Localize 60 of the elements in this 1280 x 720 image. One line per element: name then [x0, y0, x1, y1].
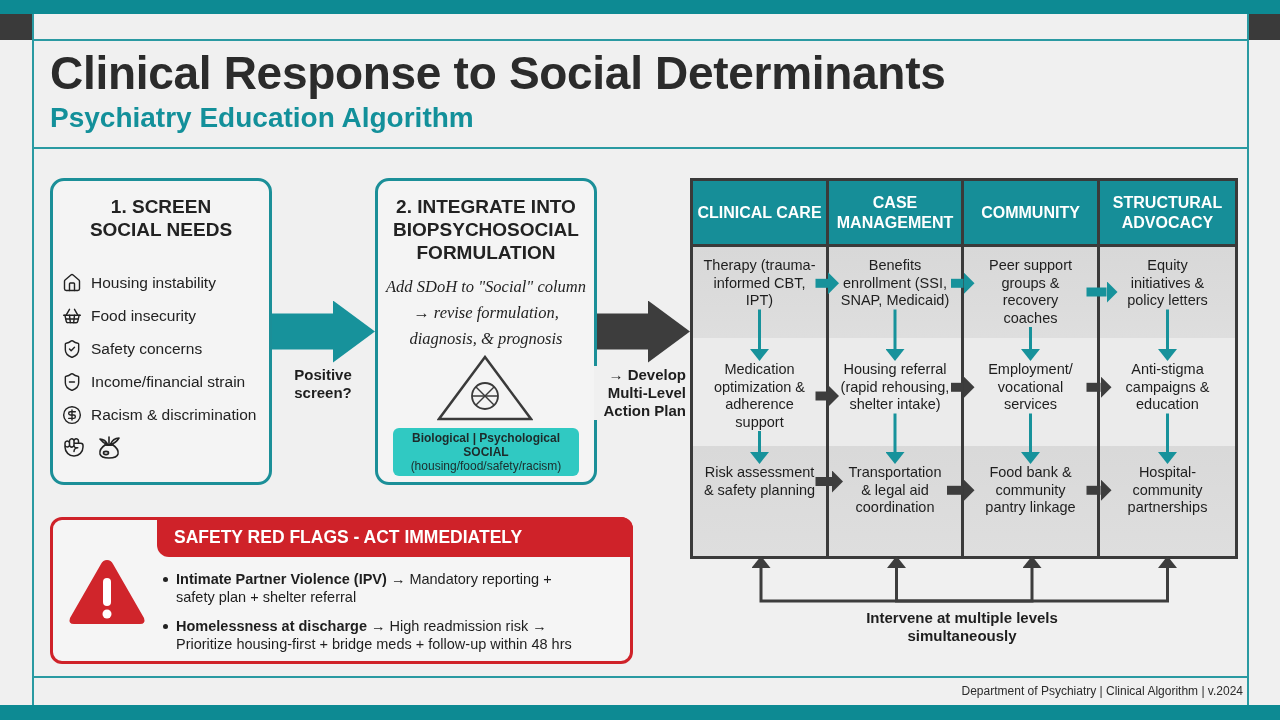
arrow [750, 309, 769, 361]
intervention-text: Transportation & legal aid coordination [843, 464, 947, 517]
need-item: Housing instability [91, 272, 216, 293]
title: Clinical Response to Social Determinants [50, 46, 946, 100]
bullet-text: Homelessness at discharge → High readmission risk → Prioritize housing-first + bridge meds + follow-up within 48 hrs [176, 617, 573, 653]
edge-label: → Develop Multi-Level Action Plan [594, 366, 686, 420]
arrow [962, 556, 1177, 603]
intervention-text: Anti-stigma campaigns & education [1111, 361, 1224, 414]
intervention-text: Therapy (trauma-informed CBT, IPT) [703, 257, 816, 310]
intervention-text: Equity initiatives & policy letters [1117, 257, 1218, 310]
intervention-text: Peer support groups & recovery coaches [974, 257, 1087, 327]
table-column [829, 181, 964, 556]
table-column [693, 181, 829, 556]
arrow [597, 300, 690, 363]
alert-banner: SAFETY RED FLAGS - ACT IMMEDIATELY [157, 517, 633, 557]
band-text: SOCIAL [463, 445, 509, 459]
need-item: Safety concerns [91, 338, 203, 359]
arrow [1021, 413, 1040, 464]
table-column [964, 181, 1100, 556]
arrow [1158, 413, 1177, 464]
need-item: Income/financial strain [91, 371, 246, 392]
subtitle: Psychiatry Education Algorithm [50, 101, 474, 135]
intervention-text: Employment/ vocational services [974, 361, 1087, 414]
step-box [375, 178, 597, 485]
arrow [885, 309, 905, 361]
arrow [947, 479, 975, 502]
arrow [951, 376, 975, 399]
arrow [887, 556, 962, 603]
band-text: Biological | Psychological [411, 431, 561, 445]
step-heading: 1. SCREEN SOCIAL NEEDS [88, 195, 234, 241]
action-table [690, 178, 1238, 559]
intervention-text: Benefits enrollment (SSI, SNAP, Medicaid) [839, 257, 951, 310]
step-heading: 2. INTEGRATE INTO BIOPSYCHOSOCIAL FORMULATION [392, 195, 580, 264]
arrow [1158, 309, 1177, 361]
formulation-band [393, 428, 579, 476]
need-item: Racism & discrimination [91, 404, 257, 425]
arrow [951, 272, 975, 295]
intervention-text: Hospital-community partnerships [1111, 464, 1224, 517]
arrow [750, 431, 769, 464]
arrow [1086, 281, 1118, 303]
arrow [272, 300, 375, 363]
alert-box [50, 517, 633, 664]
bullet-text: Intimate Partner Violence (IPV) → Mandatory reporting + safety plan + shelter referral [176, 570, 553, 606]
arrow [1086, 376, 1112, 399]
intervention-text: Medication optimization & adherence support [703, 361, 816, 431]
intervention-text: Housing referral (rapid rehousing, shelter intake) [839, 361, 951, 414]
arrow [815, 385, 839, 407]
intervention-text: Food bank & community pantry linkage [974, 464, 1087, 517]
arrow [815, 470, 843, 493]
step-box [50, 178, 272, 485]
arrow [1086, 479, 1112, 502]
note-text: Intervene at multiple levels simultaneously [842, 601, 1082, 645]
arrow [1021, 327, 1040, 361]
arrow [815, 272, 839, 295]
band-text: (housing/food/safety/racism) [410, 459, 562, 473]
intervention-text: Risk assessment & safety planning [703, 464, 816, 499]
need-item: Food insecurity [91, 305, 197, 326]
arrow [885, 413, 905, 464]
footer-text: Department of Psychiatry | Clinical Algorithm | v.2024 [961, 683, 1243, 699]
handwritten-note: Add SDoH to "Social" column → revise formulation, diagnosis, & prognosis [384, 276, 587, 350]
